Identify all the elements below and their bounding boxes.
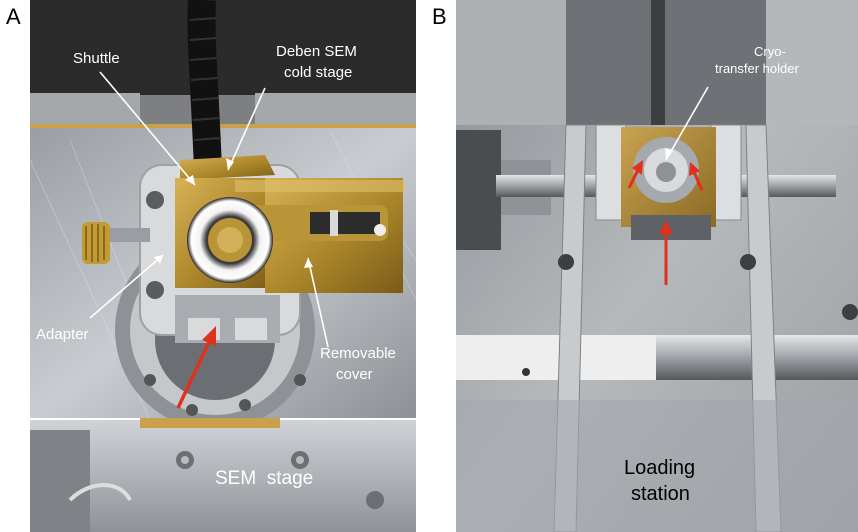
label-cryo-line1: Cryo- — [754, 44, 786, 59]
label-adapter: Adapter — [36, 326, 89, 343]
label-sem-stage: SEM stage — [215, 468, 314, 489]
panel-letter-b: B — [432, 4, 447, 29]
label-loading-line2: station — [631, 483, 690, 505]
photo-panel-a: Shuttle Deben SEM cold stage Adapter Rem… — [30, 0, 416, 532]
red-arrow-icon — [176, 326, 216, 409]
label-cryo-line2: transfer holder — [715, 61, 799, 76]
photo-b-illustration — [456, 0, 858, 532]
red-arrow-icon — [627, 160, 643, 189]
red-arrow-icon — [659, 220, 673, 285]
label-cold-stage-line1: Deben SEM — [276, 43, 357, 60]
label-cold-stage-line2: cold stage — [284, 64, 353, 81]
panel-letter-a: A — [6, 4, 21, 29]
red-arrow-icon — [689, 162, 704, 191]
label-loading-line1: Loading — [624, 457, 696, 479]
photo-panel-b: Cryo- transfer holder Loading station — [456, 0, 858, 532]
label-shuttle: Shuttle — [73, 50, 120, 67]
label-removable-line1: Removable — [320, 345, 396, 362]
photo-a-illustration — [30, 0, 416, 532]
label-removable-line2: cover — [336, 366, 373, 383]
